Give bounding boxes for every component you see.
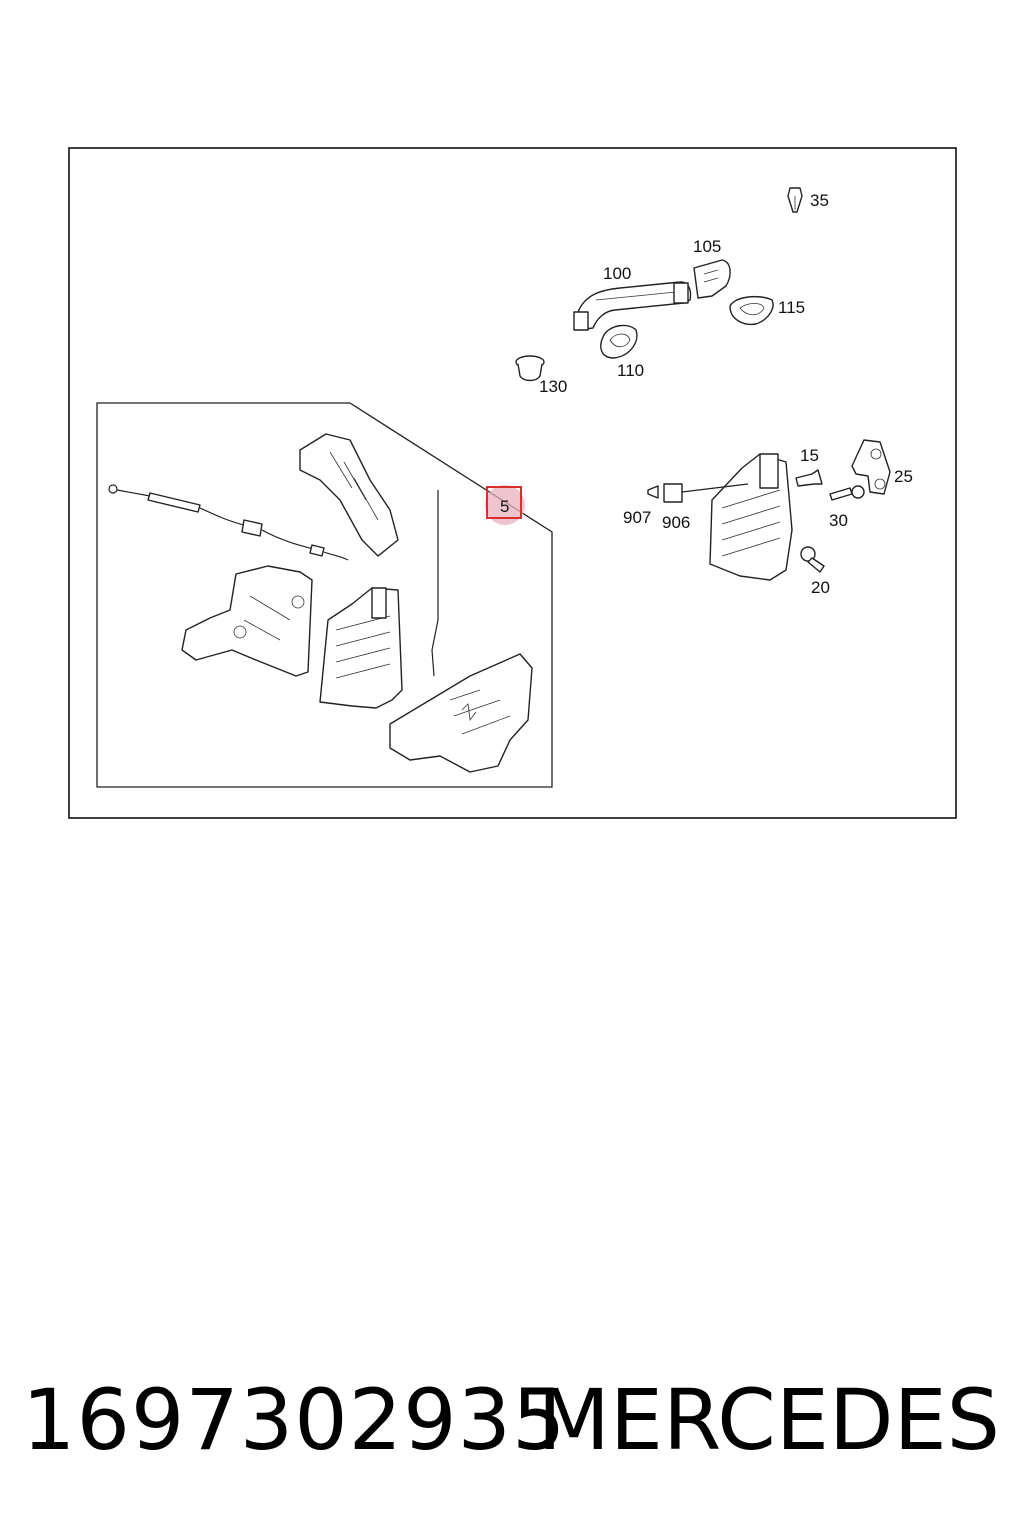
part-15-screw: [795, 469, 823, 487]
part-115-gasket: [729, 295, 774, 326]
actuating-rod: [431, 490, 439, 677]
callout-110: 110: [617, 361, 644, 380]
callout-35: 35: [810, 191, 829, 210]
callout-130: 130: [539, 377, 567, 396]
part-20-screw: [800, 546, 825, 573]
callout-30: 30: [829, 511, 848, 530]
part-25-striker: [851, 439, 891, 495]
part-105-handle-cap: [693, 259, 731, 299]
upper-bracket: [299, 433, 399, 557]
callout-5-highlight[interactable]: [485, 485, 525, 525]
callout-115: 115: [778, 298, 805, 317]
exploded-parts-diagram: 35 105 100 115 130 110 5 15 25 907 906 3…: [68, 147, 957, 819]
callout-907: 907: [623, 508, 651, 527]
lever-plate: [181, 565, 313, 677]
callout-15: 15: [800, 446, 819, 465]
lock-body-left: [319, 587, 403, 709]
part-906-907-connector: [647, 483, 683, 503]
callout-5: 5: [500, 497, 509, 516]
callout-906: 906: [662, 513, 690, 532]
subassembly-frame: [96, 402, 553, 788]
lock-housing: [389, 653, 533, 773]
part-number: 1697302935: [22, 1371, 567, 1469]
part-110-gasket: [600, 324, 638, 359]
callout-100: 100: [603, 264, 631, 283]
bowden-cable: [108, 484, 349, 561]
part-30-screw: [829, 485, 865, 501]
part-130-plug: [515, 355, 545, 382]
footer: 1697302935 MERCEDES: [0, 1365, 1024, 1475]
callout-20: 20: [811, 578, 830, 597]
brand-name: MERCEDES: [537, 1371, 1000, 1469]
callout-105: 105: [693, 237, 721, 256]
callout-25: 25: [894, 467, 913, 486]
part-35-pin: [787, 187, 803, 213]
lock-assembly-right: [681, 453, 793, 581]
part-100-door-handle: [573, 281, 692, 331]
